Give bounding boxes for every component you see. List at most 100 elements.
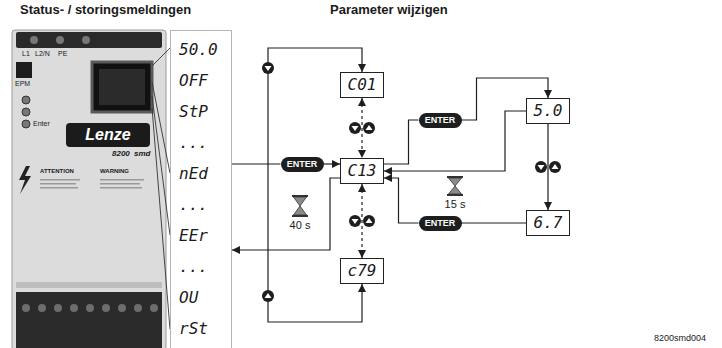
leader-line bbox=[152, 108, 170, 329]
terminal-screw bbox=[70, 304, 78, 312]
warning-text: WARNING bbox=[100, 168, 129, 175]
key-body bbox=[535, 161, 547, 173]
fine-print bbox=[100, 179, 144, 181]
terminal-screw bbox=[150, 304, 158, 312]
leader-line bbox=[152, 48, 170, 66]
mains-terminal bbox=[16, 32, 162, 48]
model-label: smd bbox=[134, 149, 150, 158]
up-key bbox=[262, 290, 274, 302]
key-body bbox=[349, 122, 361, 134]
fine-print bbox=[100, 187, 142, 189]
figure-id: 8200smd004 bbox=[654, 333, 706, 343]
display-text: C13 bbox=[348, 162, 377, 180]
hourglass-icon bbox=[447, 176, 463, 196]
display-text: ENTER bbox=[287, 159, 318, 170]
enter-key: ENTER bbox=[281, 157, 324, 172]
display-text: ... bbox=[179, 189, 231, 220]
key-arrow bbox=[366, 125, 373, 130]
terminal-screw bbox=[86, 304, 94, 312]
device-key bbox=[22, 96, 30, 104]
terminal-screw bbox=[54, 304, 62, 312]
key-body bbox=[363, 122, 375, 134]
display-text: EEr bbox=[179, 220, 231, 251]
key-body bbox=[262, 290, 274, 302]
fine-print bbox=[40, 183, 76, 185]
terminal-label: PE bbox=[58, 50, 67, 58]
epm-socket bbox=[16, 62, 32, 78]
down-key bbox=[262, 62, 274, 74]
display-text: 5.0 bbox=[534, 102, 563, 120]
terminal-screw bbox=[82, 36, 90, 44]
value-display: 6.7 bbox=[526, 210, 570, 236]
section-heading: Parameter wijzigen bbox=[330, 3, 448, 18]
terminal-marking bbox=[16, 282, 162, 288]
flow-connector bbox=[462, 222, 527, 223]
down-key bbox=[535, 161, 547, 173]
key-arrow bbox=[538, 165, 545, 170]
model-label: 8200 bbox=[112, 149, 130, 158]
flow-connector bbox=[384, 120, 419, 164]
key-arrow bbox=[352, 219, 359, 224]
display-text: nEd bbox=[179, 158, 231, 189]
up-key bbox=[363, 122, 375, 134]
enter-key: ENTER bbox=[419, 216, 462, 231]
timeout-label: 40 s bbox=[290, 219, 311, 232]
parameter-display: c79 bbox=[340, 258, 384, 284]
hourglass-cap bbox=[447, 194, 463, 196]
down-key bbox=[349, 122, 361, 134]
key-arrow bbox=[366, 218, 373, 223]
terminal-screw bbox=[22, 304, 30, 312]
logo-plate bbox=[66, 123, 150, 147]
display-text: OU bbox=[179, 282, 231, 313]
parameter-display: C01 bbox=[340, 72, 384, 98]
display-text: ENTER bbox=[425, 115, 456, 126]
key-body bbox=[349, 215, 361, 227]
key-arrow bbox=[352, 126, 359, 131]
up-key bbox=[549, 161, 561, 173]
hourglass-bulb bbox=[294, 197, 307, 206]
status-display-list: 50.0OFFStP...nEd...EEr...OUrSt bbox=[170, 30, 232, 348]
display-text: 50.0 bbox=[179, 34, 231, 65]
flow-connector bbox=[361, 98, 362, 158]
hourglass-icon bbox=[292, 195, 308, 217]
display-text: ... bbox=[179, 127, 231, 158]
terminal-screw bbox=[134, 304, 142, 312]
key-arrow bbox=[265, 293, 272, 298]
up-key bbox=[363, 215, 375, 227]
display-text: c79 bbox=[348, 262, 377, 280]
terminal-screw bbox=[102, 304, 110, 312]
housing bbox=[12, 30, 166, 348]
display-text: rSt bbox=[179, 313, 231, 344]
terminal-screw bbox=[38, 304, 46, 312]
down-key bbox=[349, 215, 361, 227]
flow-connector bbox=[361, 184, 362, 258]
hourglass-bulb bbox=[294, 206, 307, 215]
parameter-display: C13 bbox=[340, 158, 384, 184]
key-label: Enter bbox=[33, 120, 50, 128]
flow-connector bbox=[232, 178, 340, 250]
value-display: 5.0 bbox=[526, 98, 570, 124]
section-heading: Status- / storingsmeldingen bbox=[20, 3, 191, 18]
display-frame bbox=[92, 62, 152, 112]
leader-line bbox=[152, 82, 170, 173]
display-text: C01 bbox=[348, 76, 377, 94]
flow-connector bbox=[232, 163, 281, 164]
key-arrow bbox=[552, 164, 559, 169]
brand-logo: Lenze bbox=[85, 126, 130, 144]
terminal-label: L1 bbox=[22, 50, 30, 58]
key-body bbox=[262, 62, 274, 74]
hourglass-bulb bbox=[449, 178, 462, 186]
terminal-screw bbox=[118, 304, 126, 312]
key-body bbox=[363, 215, 375, 227]
hourglass-cap bbox=[292, 215, 308, 217]
fine-print bbox=[40, 187, 78, 189]
display-text: OFF bbox=[179, 65, 231, 96]
display-text: ... bbox=[179, 251, 231, 282]
terminal-screw bbox=[30, 36, 38, 44]
flow-connector bbox=[384, 111, 526, 171]
warning-symbol bbox=[19, 166, 31, 194]
device-key bbox=[22, 120, 30, 128]
display-text: ENTER bbox=[425, 218, 456, 229]
